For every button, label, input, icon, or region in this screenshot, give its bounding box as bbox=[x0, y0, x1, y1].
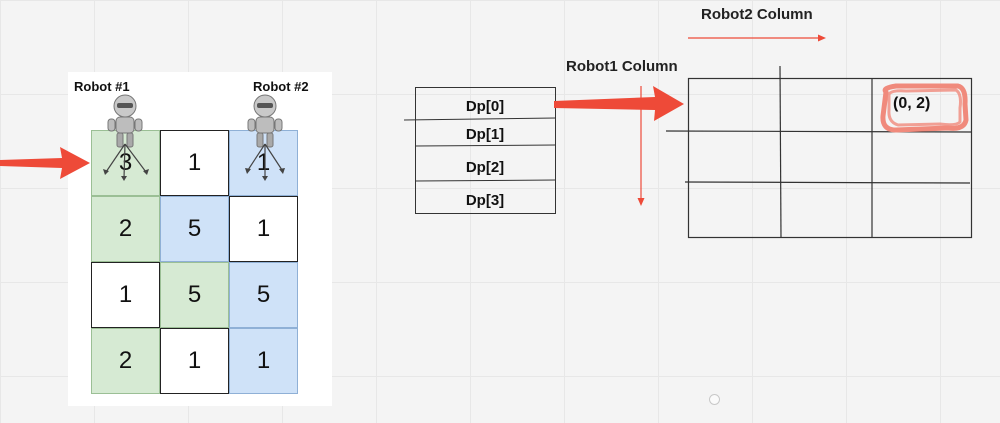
robot2-icon bbox=[245, 94, 285, 181]
robot1-icon bbox=[103, 94, 149, 181]
dp-item-1: Dp[1] bbox=[465, 126, 505, 143]
canvas-anchor-dot[interactable] bbox=[709, 394, 720, 405]
grid-cell-0-0: 3 bbox=[91, 130, 160, 196]
grid-cell-3-2: 1 bbox=[229, 328, 298, 394]
matrix-arrows bbox=[554, 34, 826, 206]
dp-item-2: Dp[2] bbox=[465, 159, 505, 176]
robot1-column-label: Robot1 Column bbox=[566, 58, 678, 75]
grid-cell-2-2: 5 bbox=[229, 262, 298, 328]
grid-cell-1-0: 2 bbox=[91, 196, 160, 262]
row-pointer-arrow-icon bbox=[0, 147, 90, 179]
matrix-cell-0-2-label: (0, 2) bbox=[893, 95, 931, 112]
robot1-label: Robot #1 bbox=[74, 79, 130, 94]
grid-cell-3-1: 1 bbox=[160, 328, 229, 394]
dp-item-0: Dp[0] bbox=[465, 98, 505, 115]
grid-cell-3-0: 2 bbox=[91, 328, 160, 394]
robot2-label: Robot #2 bbox=[253, 79, 309, 94]
dp-matrix bbox=[665, 65, 973, 239]
grid-cell-1-1: 5 bbox=[160, 196, 229, 262]
dp-to-matrix-arrow-icon bbox=[554, 86, 684, 121]
grid-cell-0-1: 1 bbox=[160, 130, 229, 196]
dp-item-3: Dp[3] bbox=[465, 192, 505, 209]
grid-cell-2-0: 1 bbox=[91, 262, 160, 328]
dp-stack-box bbox=[403, 87, 557, 214]
grid-cell-2-1: 5 bbox=[160, 262, 229, 328]
robot2-column-label: Robot2 Column bbox=[701, 6, 813, 23]
cell-highlight-scribble bbox=[880, 83, 969, 133]
grid-cell-1-2: 1 bbox=[229, 196, 298, 262]
